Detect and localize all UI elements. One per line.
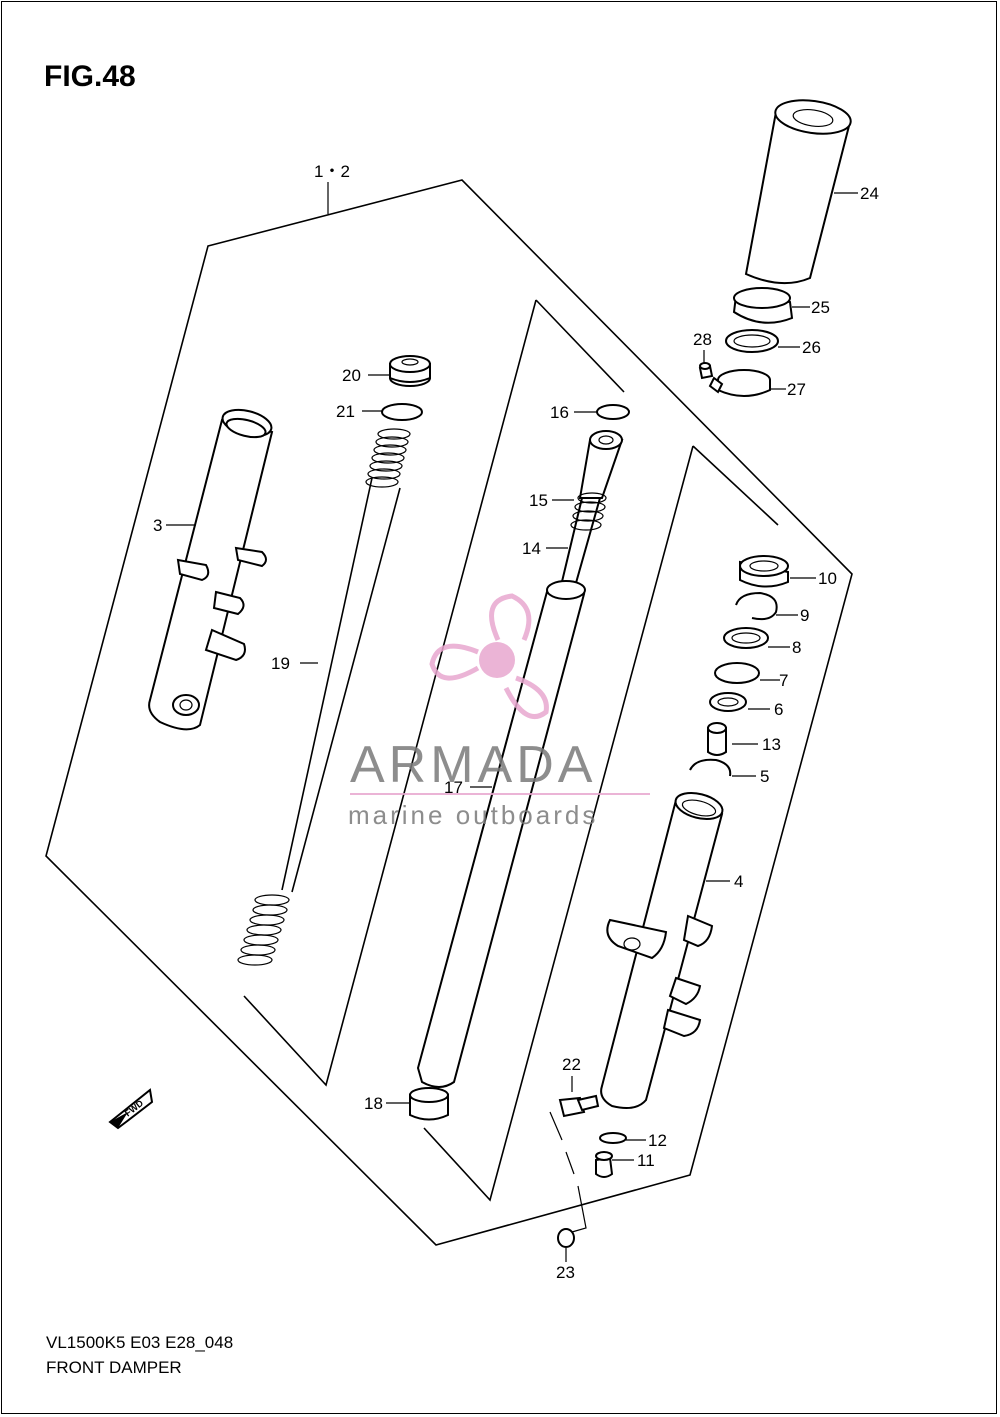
- damper-ring: [596, 404, 630, 420]
- watermark-tagline: marine outboards: [348, 800, 598, 830]
- oil-lock-piece: [707, 722, 727, 756]
- oil-seal: [739, 555, 789, 588]
- damper-rod: [558, 430, 624, 591]
- upper-cover-lower: [732, 287, 794, 324]
- callout-16: 16: [550, 403, 569, 422]
- callout-5: 5: [760, 767, 769, 786]
- callout-18: 18: [364, 1094, 383, 1113]
- o-ring: [381, 403, 423, 421]
- callout-6: 6: [774, 700, 783, 719]
- oil-seal-stopper: [723, 627, 769, 649]
- callout-3: 3: [153, 516, 162, 535]
- forward-direction-icon: FWD: [108, 1088, 154, 1130]
- callout-26: 26: [802, 338, 821, 357]
- callout-13: 13: [762, 735, 781, 754]
- assembly-outline: [45, 179, 853, 1246]
- callout-4: 4: [734, 872, 743, 891]
- inner-panel-left: [243, 299, 537, 1087]
- gasket: [599, 1132, 627, 1144]
- callout-11: 11: [637, 1151, 655, 1170]
- propeller-icon: [429, 593, 549, 719]
- inner-panel-top-edge: [535, 299, 625, 393]
- watermark-logo: ARMADA marine outboards: [348, 593, 650, 830]
- clamp-screw: [698, 362, 714, 380]
- outer-tube-left: [148, 408, 274, 731]
- outer-tube-right: [600, 791, 724, 1109]
- callout-12: 12: [648, 1131, 667, 1150]
- cover-seat: [725, 329, 779, 353]
- cover-clamp: [708, 369, 771, 397]
- callout-27: 27: [787, 380, 806, 399]
- callout-7: 7: [779, 671, 788, 690]
- stopper-ring: [735, 591, 778, 621]
- dashed-guide-22: [549, 1111, 587, 1233]
- retaining-ring: [689, 758, 732, 777]
- inner-panel-right-top-edge: [692, 445, 779, 526]
- callout-24: 24: [860, 184, 879, 203]
- callout-9: 9: [800, 606, 809, 625]
- callout-15: 15: [529, 491, 548, 510]
- callout-21: 21: [336, 402, 355, 421]
- callout-10: 10: [818, 569, 837, 588]
- callout-17: 17: [444, 778, 463, 797]
- slide-metal: [709, 692, 747, 712]
- figure-model-code: VL1500K5 E03 E28_048: [46, 1333, 234, 1352]
- callout-22: 22: [562, 1055, 581, 1074]
- cap-bolt: [389, 355, 431, 387]
- callout-28: 28: [693, 330, 712, 349]
- callout-14: 14: [522, 539, 541, 558]
- figure-title: FIG.48: [44, 60, 136, 93]
- callout-1-2: 1・2: [314, 162, 350, 181]
- seal-washer: [714, 662, 760, 684]
- callout-19: 19: [271, 654, 290, 673]
- callout-20: 20: [342, 366, 361, 385]
- fork-spring: [237, 428, 411, 966]
- damper-rod-bolt: [558, 1094, 600, 1118]
- callout-23: 23: [556, 1263, 575, 1282]
- fork-cover: [744, 99, 852, 285]
- watermark-brand: ARMADA: [350, 736, 596, 794]
- figure-name: FRONT DAMPER: [46, 1358, 182, 1377]
- bolt-cap: [557, 1228, 575, 1248]
- inner-panel-right: [423, 445, 694, 1202]
- bushing: [409, 1087, 449, 1121]
- callout-25: 25: [811, 298, 830, 317]
- callout-8: 8: [792, 638, 801, 657]
- drain-bolt: [595, 1151, 614, 1178]
